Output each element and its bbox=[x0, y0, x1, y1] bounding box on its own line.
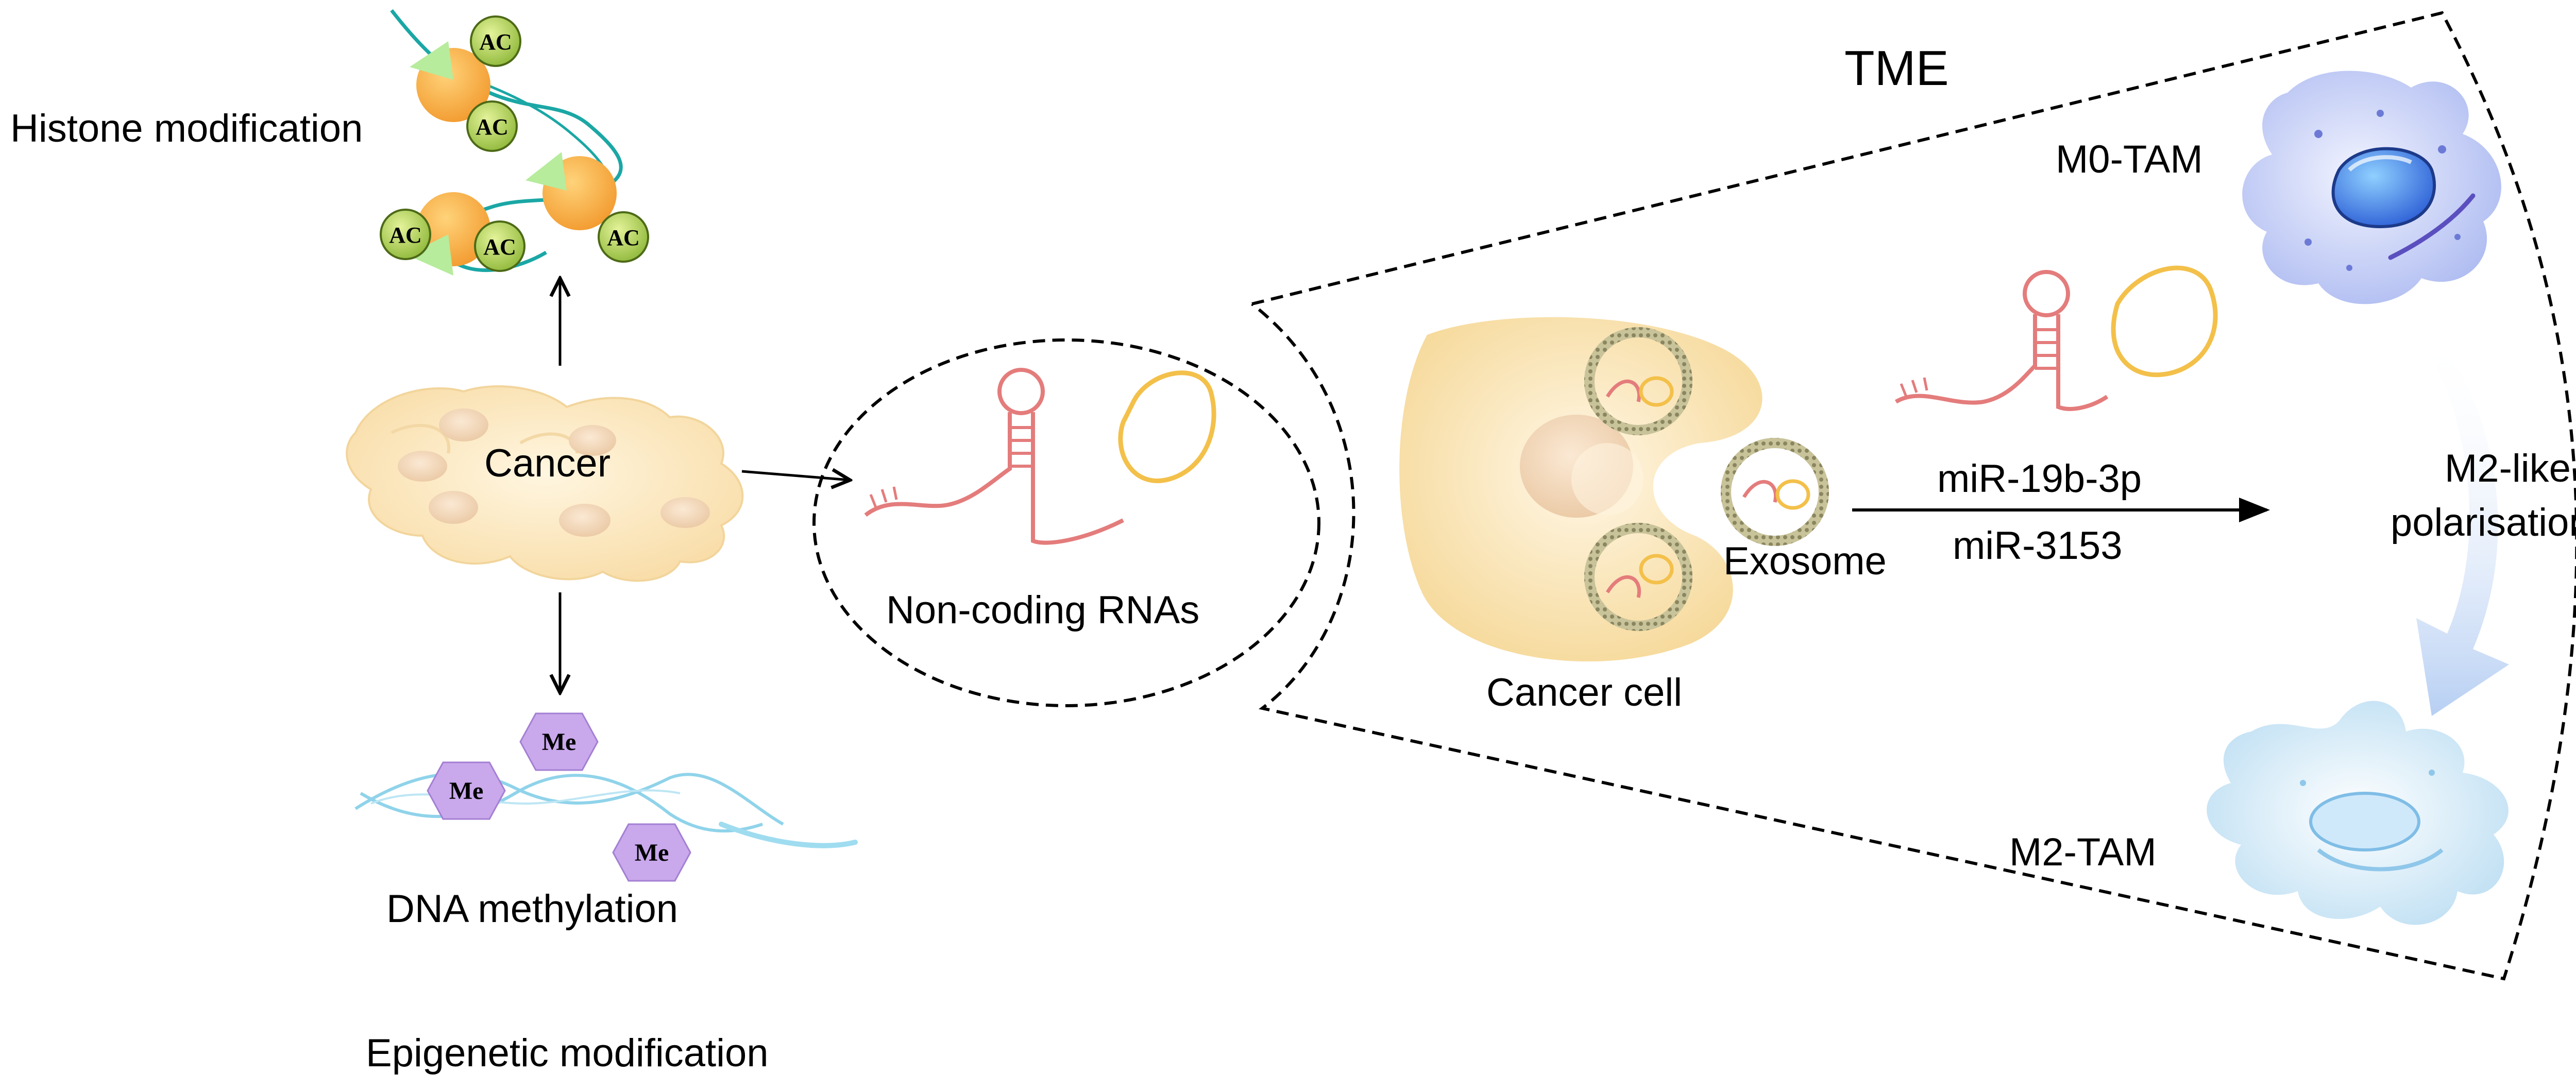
acetyl-mark: AC bbox=[483, 234, 516, 260]
circrna-loop-icon bbox=[1118, 370, 1216, 483]
histone-modification-label: Histone modification bbox=[10, 107, 363, 150]
exosome-vesicle-icon bbox=[1584, 327, 1692, 435]
noncoding-rnas-label: Non-coding RNAs bbox=[886, 588, 1199, 632]
arrow-to-noncoding bbox=[741, 471, 850, 480]
polarisation-label-line-1: M2-like bbox=[2445, 447, 2571, 490]
triangle-icon bbox=[407, 234, 453, 276]
polarisation-arrow bbox=[2416, 330, 2509, 716]
m0-tam-label: M0-TAM bbox=[2056, 138, 2203, 181]
m2-tam-label: M2-TAM bbox=[2009, 830, 2157, 874]
triangle-icon bbox=[410, 41, 453, 80]
dna-methylation-label: DNA methylation bbox=[386, 887, 678, 931]
noncoding-rna-dashed-circle bbox=[812, 338, 1320, 707]
acetyl-mark: AC bbox=[389, 223, 422, 248]
m2-tam-cell-graphic bbox=[2207, 701, 2509, 925]
circrna-loop-icon bbox=[2111, 265, 2218, 378]
m0-tam-cell-graphic bbox=[2242, 71, 2501, 304]
epigenetic-modification-label: Epigenetic modification bbox=[366, 1031, 769, 1075]
acetyl-mark: AC bbox=[476, 114, 509, 140]
acetyl-sphere-icon: AC bbox=[380, 209, 431, 260]
mirna-hairpin-icon bbox=[864, 368, 1124, 545]
methyl-mark: Me bbox=[542, 728, 577, 756]
polarisation-label-line-2: polarisation bbox=[2391, 501, 2576, 544]
exosome-vesicle-icon bbox=[1584, 523, 1692, 631]
cancer-cell-label: Cancer cell bbox=[1486, 671, 1682, 714]
acetyl-mark: AC bbox=[479, 29, 512, 55]
mir-19b-3p-label: miR-19b-3p bbox=[1937, 457, 2142, 501]
mirna-hairpin-icon bbox=[1894, 270, 2109, 411]
methyl-hexagon-icon: Me bbox=[612, 823, 691, 882]
histone-modification-graphic: AC AC AC AC AC bbox=[380, 9, 649, 276]
cancer-cell-graphic bbox=[1399, 317, 1829, 662]
mir-3153-label: miR-3153 bbox=[1953, 524, 2122, 568]
acetyl-sphere-icon: AC bbox=[598, 211, 649, 263]
cancer-label: Cancer bbox=[484, 441, 611, 485]
tme-label: TME bbox=[1844, 41, 1949, 96]
dna-methylation-graphic: Me Me Me bbox=[354, 712, 858, 882]
methyl-hexagon-icon: Me bbox=[427, 761, 506, 820]
methyl-hexagon-icon: Me bbox=[519, 712, 599, 771]
acetyl-mark: AC bbox=[607, 225, 640, 250]
acetyl-sphere-icon: AC bbox=[466, 100, 518, 152]
methyl-mark: Me bbox=[449, 777, 484, 805]
acetyl-sphere-icon: AC bbox=[470, 15, 521, 67]
cancer-cells-graphic bbox=[346, 385, 744, 582]
exosome-label: Exosome bbox=[1723, 539, 1887, 583]
exosome-vesicle-icon bbox=[1721, 438, 1829, 546]
acetyl-sphere-icon: AC bbox=[474, 220, 526, 272]
triangle-icon bbox=[526, 152, 567, 191]
m2-nucleus-icon bbox=[2309, 792, 2420, 851]
methyl-mark: Me bbox=[635, 839, 669, 866]
tme-dashed-sector bbox=[1251, 11, 2576, 981]
